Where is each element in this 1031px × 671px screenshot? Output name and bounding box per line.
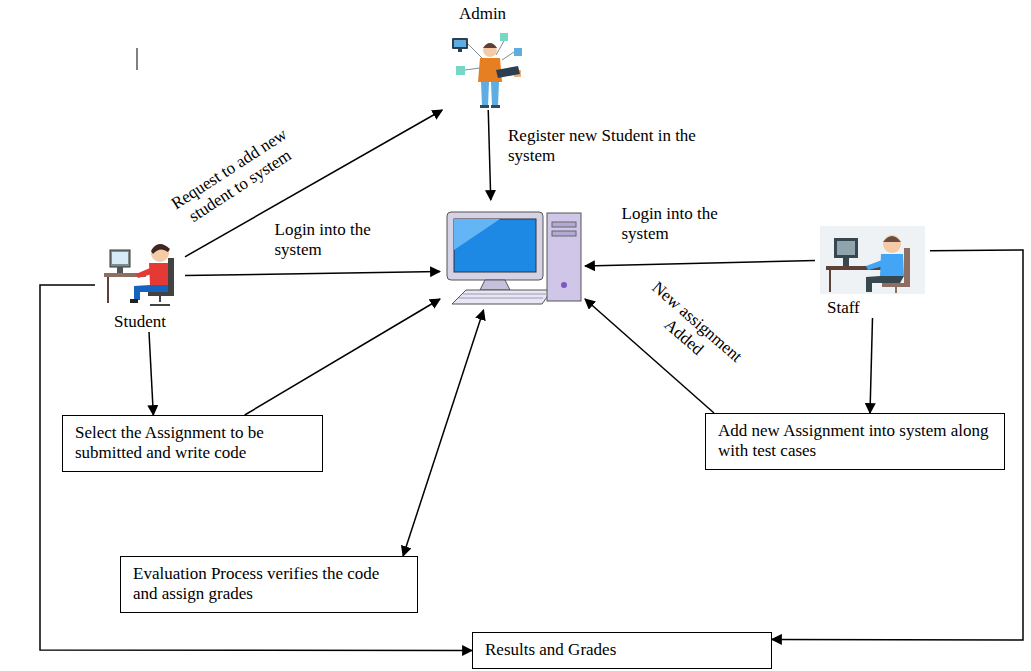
connector: [585, 260, 815, 266]
staff-figure: [820, 226, 925, 294]
box-text: Results and Grades: [485, 640, 759, 660]
actor-label: Staff: [827, 298, 930, 318]
box-text: Add new Assignment into system along wit…: [718, 421, 992, 462]
actor-student: Student: [95, 238, 185, 332]
connector: [40, 285, 472, 651]
box-text: Evaluation Process verifies the code and…: [133, 564, 405, 605]
edge-label: Register new Student in the system: [506, 126, 700, 167]
edge-label: Login into the system: [273, 220, 402, 261]
student-figure: [104, 244, 174, 305]
admin-figure: [452, 33, 522, 108]
cursor-mark: [137, 48, 138, 70]
actor-admin: Admin: [425, 4, 540, 110]
edge-label: New assignment Added: [626, 271, 754, 390]
process-box: Add new Assignment into system along wit…: [705, 413, 1005, 470]
connector: [488, 110, 491, 200]
process-box: Select the Assignment to be submitted an…: [62, 415, 323, 472]
actor-label: Student: [95, 312, 185, 332]
computer-system: [440, 200, 585, 310]
connector: [149, 332, 153, 415]
edge-label: Login into the system: [620, 204, 749, 245]
result-box: Results and Grades: [472, 632, 772, 669]
process-box: Evaluation Process verifies the code and…: [120, 556, 418, 613]
actor-label: Admin: [425, 4, 540, 24]
connector: [403, 310, 483, 556]
connector: [870, 318, 873, 413]
connector: [185, 272, 440, 276]
actor-staff: Staff: [815, 222, 930, 318]
box-text: Select the Assignment to be submitted an…: [75, 423, 310, 464]
connector: [245, 299, 440, 415]
computer-illustration: [447, 212, 581, 304]
